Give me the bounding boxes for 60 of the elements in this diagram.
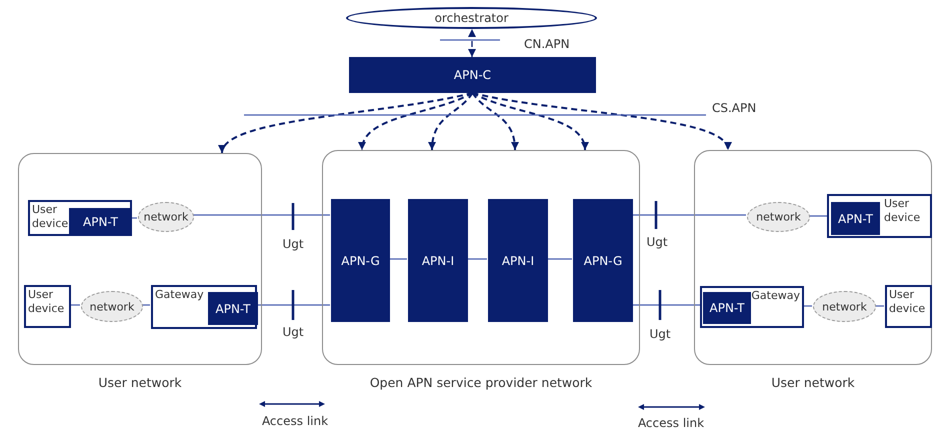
component-box (331, 199, 390, 322)
node-label: APN-T (214, 302, 252, 316)
device-box (24, 285, 71, 328)
component-box (703, 292, 751, 324)
node-label: network (821, 300, 868, 313)
component-box (488, 199, 548, 322)
component-box (208, 292, 258, 325)
dashed-arrow (472, 92, 518, 150)
node-label: Gateway (155, 288, 204, 302)
component-box (69, 208, 132, 236)
interface-label: CS.APN (712, 101, 756, 115)
node-label: APN-I (500, 254, 536, 268)
dashed-arrow (359, 92, 473, 150)
interface-label: CN.APN (524, 37, 570, 51)
node-label: APN-T (708, 301, 746, 315)
connector-line (193, 214, 330, 216)
network-title: User network (770, 375, 856, 390)
connector-line (467, 258, 487, 260)
connector-line (632, 304, 700, 306)
device-box (827, 194, 932, 238)
node-label: APN-T (82, 215, 119, 229)
component-box (408, 199, 468, 322)
device-box (151, 285, 257, 329)
connector-line (547, 258, 572, 260)
node-label: Gateway (751, 289, 800, 303)
reference-label: Ugt (646, 235, 668, 249)
node-label: User device (884, 197, 922, 225)
component-box (349, 57, 596, 93)
node-label: APN-C (452, 68, 492, 82)
component-box (573, 199, 633, 322)
network-title: Open APN service provider network (368, 375, 594, 390)
device-box (28, 200, 132, 236)
connector-line (809, 215, 828, 217)
connector-line (632, 214, 746, 216)
node-label: APN-G (582, 254, 624, 268)
node-label: network (142, 210, 190, 224)
node-label: network (88, 300, 136, 313)
network-cloud (138, 202, 194, 232)
node-label: APN-G (340, 254, 381, 268)
reference-label: Access link (262, 414, 328, 428)
dashed-arrow (472, 92, 588, 150)
node-label: User device (28, 288, 66, 316)
dashed-arrow (428, 92, 474, 150)
reference-label: Ugt (282, 237, 304, 251)
node-label: orchestrator (434, 11, 510, 25)
node-label: User device (32, 203, 70, 231)
device-box (885, 285, 932, 328)
component-box (831, 202, 880, 235)
node-label: APN-I (420, 254, 456, 268)
connector-line (389, 258, 407, 260)
node-label: User device (889, 288, 926, 316)
dashed-arrow (468, 29, 476, 57)
node-label: network (755, 210, 802, 224)
reference-label: Access link (638, 416, 704, 430)
network-title: User network (97, 375, 183, 390)
reference-label: Ugt (649, 327, 671, 341)
reference-label: Ugt (282, 325, 304, 339)
connector-line (70, 304, 80, 306)
device-box (700, 286, 804, 328)
node-label: APN-T (837, 212, 874, 226)
